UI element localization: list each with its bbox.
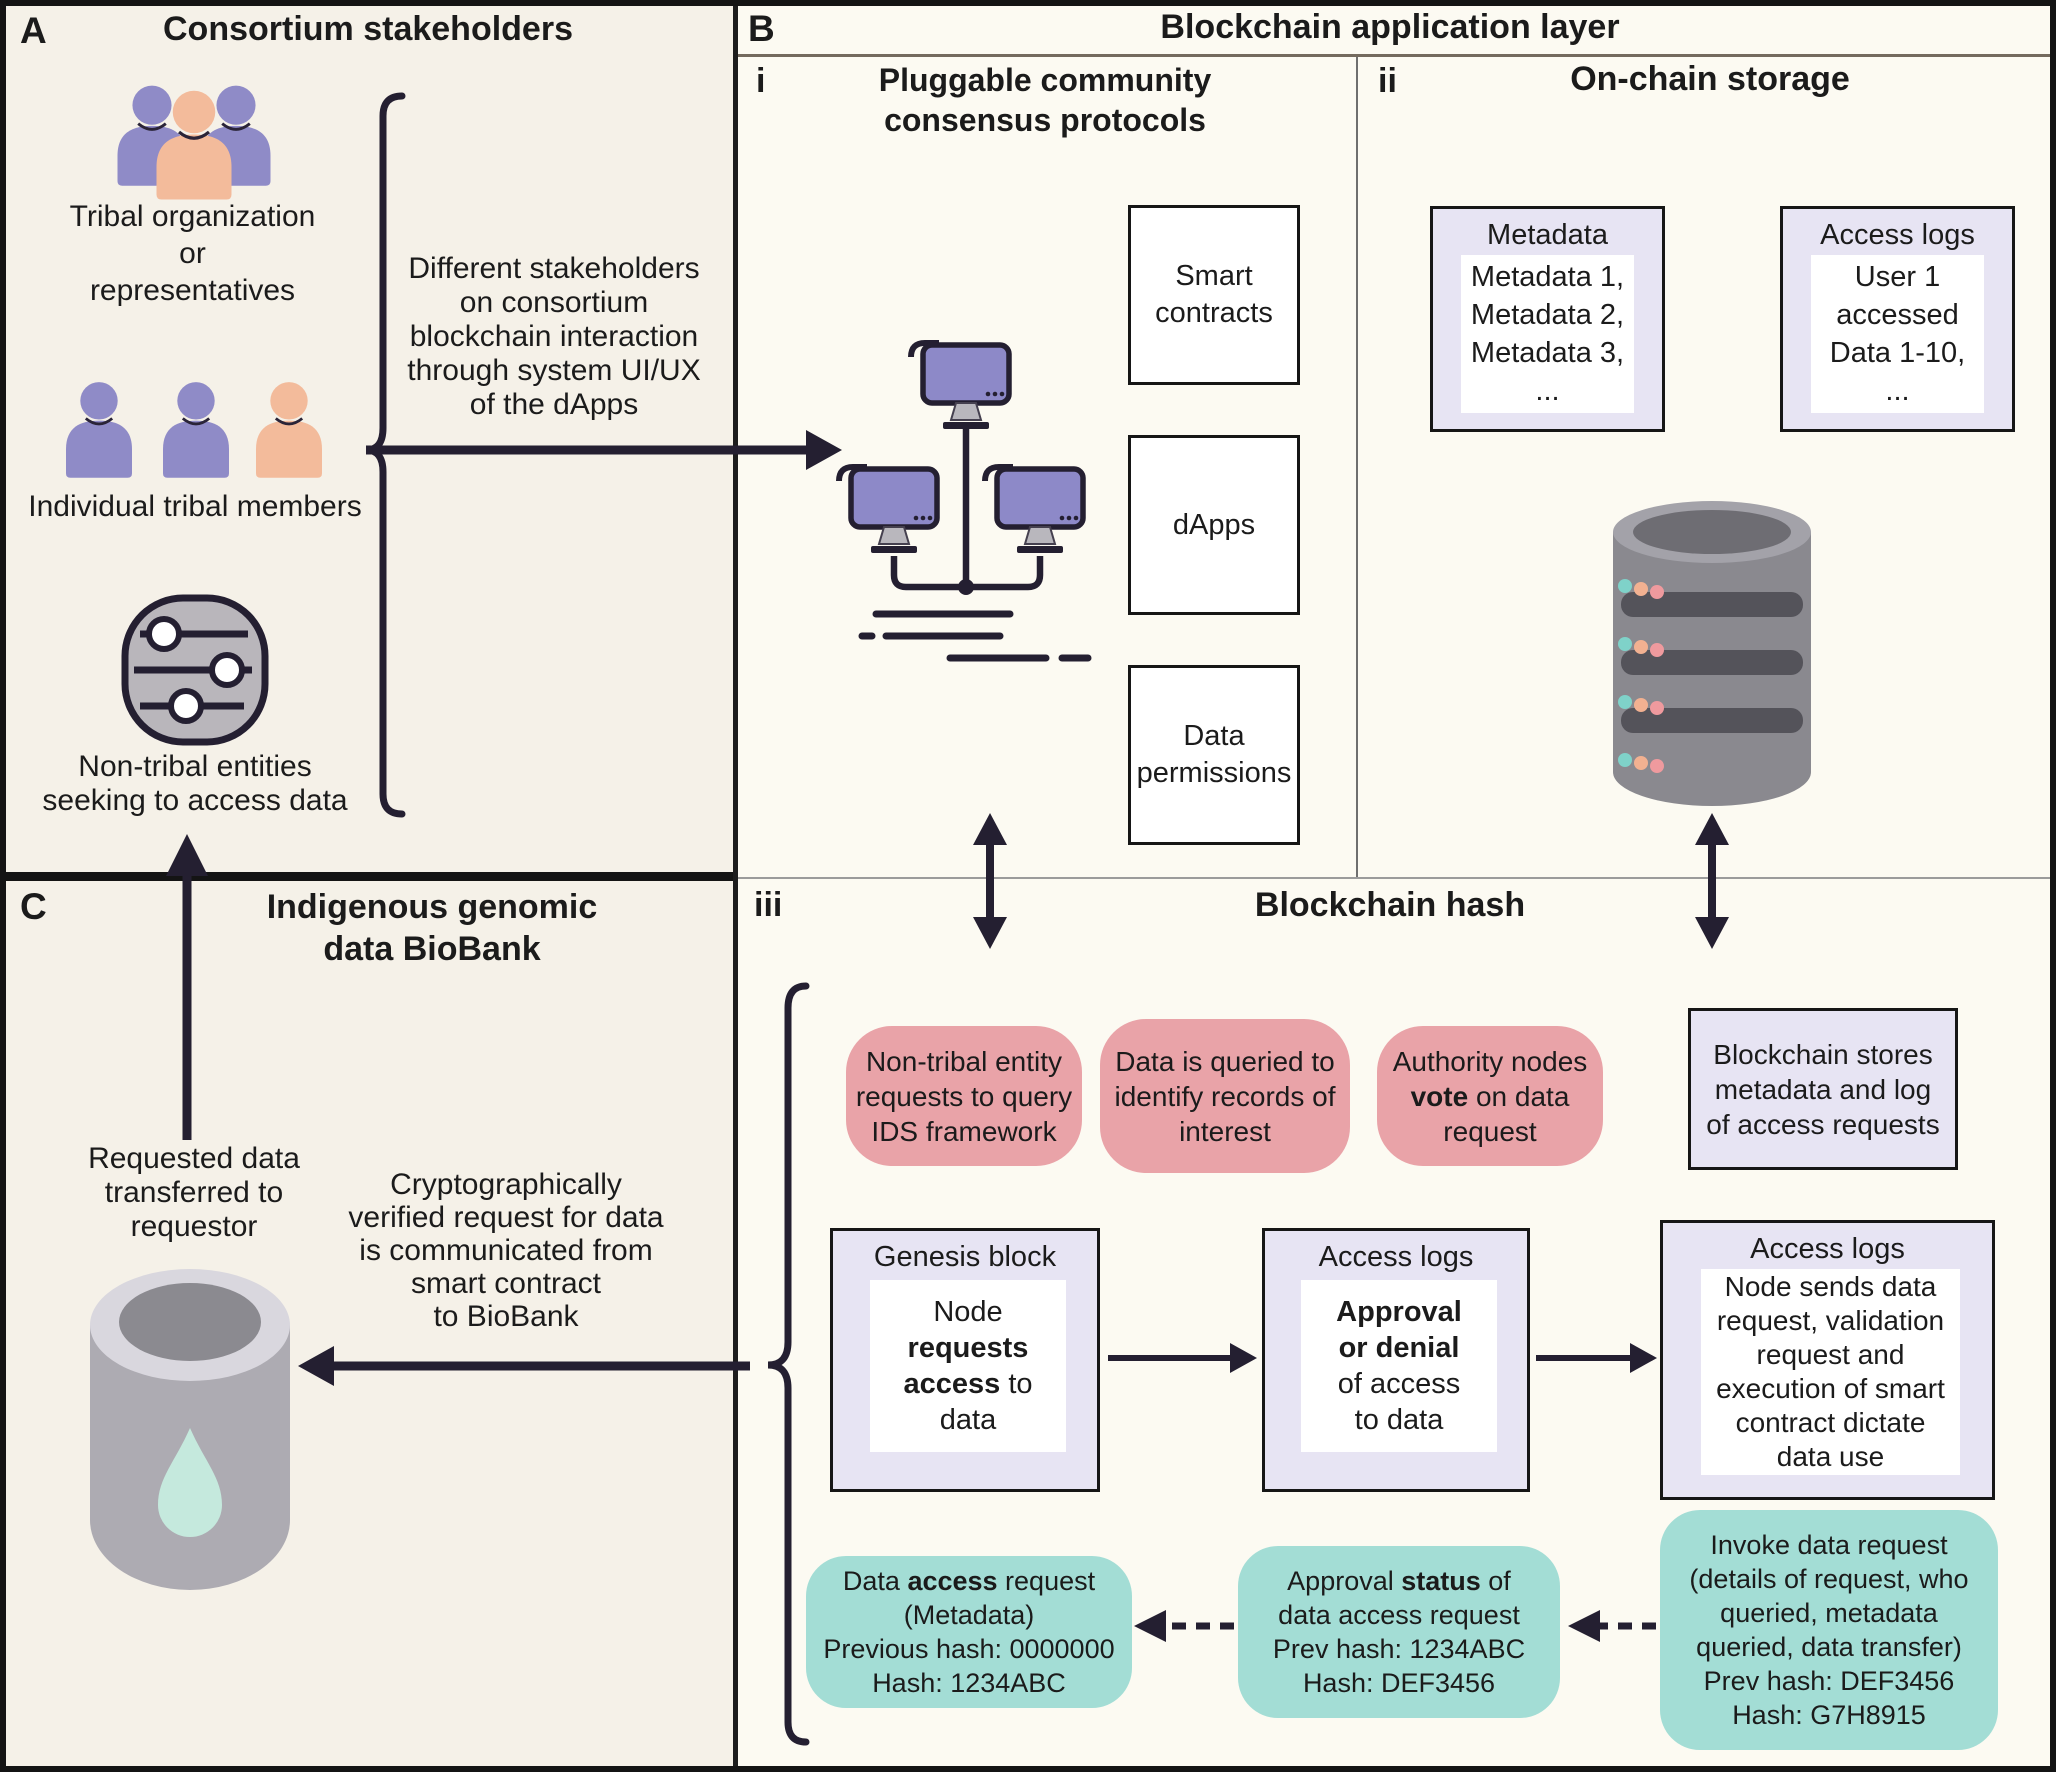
hash-box-invoke-request: Invoke data request (details of request,… — [1660, 1510, 1998, 1750]
divider-b-title — [738, 54, 2050, 57]
pink-box-authority-vote: Authority nodes vote on data request — [1377, 1026, 1603, 1166]
metadata-box-content: Metadata 1, Metadata 2, Metadata 3, ... — [1461, 255, 1634, 413]
sliders-icon — [121, 594, 269, 746]
divider-b-iii — [738, 877, 2050, 879]
divider-i-ii — [1356, 57, 1358, 878]
panel-a-label: A — [20, 10, 47, 51]
hash-brace — [767, 982, 810, 1746]
dapps-box: dApps — [1128, 435, 1300, 615]
metadata-box: Metadata Metadata 1, Metadata 2, Metadat… — [1430, 206, 1665, 432]
section-iii-label: iii — [754, 886, 783, 924]
metadata-box-title: Metadata — [1487, 219, 1608, 251]
section-ii-label: ii — [1378, 62, 1397, 100]
section-ii-title: On-chain storage — [1570, 60, 1850, 98]
stakeholders-note: Different stakeholders on consortium blo… — [407, 252, 701, 421]
crypto-request-note: Cryptographically verified request for d… — [348, 1168, 664, 1333]
access-logs-node-content: Node sends data request, validation requ… — [1701, 1269, 1960, 1475]
section-i-title: Pluggable community consensus protocols — [878, 62, 1212, 138]
access-logs-storage-content: User 1 accessed Data 1-10, ... — [1811, 255, 1984, 413]
double-arrow-ii — [1695, 813, 1729, 949]
database-icon — [1613, 501, 1811, 806]
stakeholder-label-non-tribal: Non-tribal entities seeking to access da… — [42, 750, 348, 817]
smart-contracts-box: Smart contracts — [1128, 205, 1300, 385]
panel-b-title: Blockchain application layer — [1160, 8, 1620, 46]
double-arrow-i — [973, 813, 1007, 949]
dashed-arrow-hash-3-to-2 — [1568, 1610, 1656, 1642]
arrow-b-to-biobank — [298, 1346, 750, 1386]
access-logs-node-title: Access logs — [1750, 1233, 1905, 1265]
access-logs-node-box: Access logs Node sends data request, val… — [1660, 1220, 1995, 1500]
stakeholder-label-tribal-org: Tribal organization or representatives — [69, 200, 316, 307]
divider-ab-vertical — [733, 6, 738, 1766]
biobank-bucket-icon — [90, 1269, 290, 1590]
section-iii-title: Blockchain hash — [1254, 886, 1526, 924]
panel-c-label: C — [20, 886, 47, 927]
requested-data-note: Requested data transferred to requestor — [88, 1142, 300, 1243]
three-persons-icon — [64, 380, 324, 480]
hash-box-approval-status: Approval status of data access request P… — [1238, 1546, 1560, 1718]
blockchain-stores-box: Blockchain stores metadata and log of ac… — [1688, 1008, 1958, 1170]
pink-box-request-query: Non-tribal entity requests to query IDS … — [846, 1026, 1082, 1166]
panel-b-label: B — [748, 8, 775, 49]
access-logs-approval-title: Access logs — [1318, 1241, 1474, 1273]
genesis-block-box: Genesis block Node requests access to da… — [830, 1228, 1100, 1492]
genesis-block-title: Genesis block — [873, 1241, 1057, 1273]
arrow-biobank-to-requestor — [166, 834, 208, 1140]
access-logs-storage-title: Access logs — [1820, 219, 1975, 251]
panel-a-title: Consortium stakeholders — [163, 10, 573, 48]
network-computers-icon — [839, 343, 1092, 662]
access-logs-approval-box: Access logs Approval or denial of access… — [1262, 1228, 1530, 1492]
stakeholders-brace — [365, 92, 406, 818]
genesis-block-content: Node requests access to data — [870, 1280, 1066, 1452]
pink-box-data-queried: Data is queried to identify records of i… — [1100, 1019, 1350, 1173]
people-group-icon — [116, 84, 272, 202]
arrow-access-to-access — [1536, 1343, 1657, 1373]
stakeholder-label-individual-members: Individual tribal members — [28, 490, 362, 523]
access-logs-approval-content: Approval or denial of access to data — [1301, 1280, 1497, 1452]
section-i-label: i — [756, 62, 766, 100]
arrow-genesis-to-access — [1108, 1343, 1257, 1373]
arrow-a-to-b — [366, 430, 842, 470]
divider-a-c — [6, 872, 737, 881]
panel-c-title: Indigenous genomic data BioBank — [266, 888, 598, 968]
hash-box-data-access: Data access request (Metadata) Previous … — [806, 1556, 1132, 1708]
data-permissions-box: Data permissions — [1128, 665, 1300, 845]
access-logs-storage-box: Access logs User 1 accessed Data 1-10, .… — [1780, 206, 2015, 432]
dashed-arrow-hash-2-to-1 — [1134, 1610, 1234, 1642]
